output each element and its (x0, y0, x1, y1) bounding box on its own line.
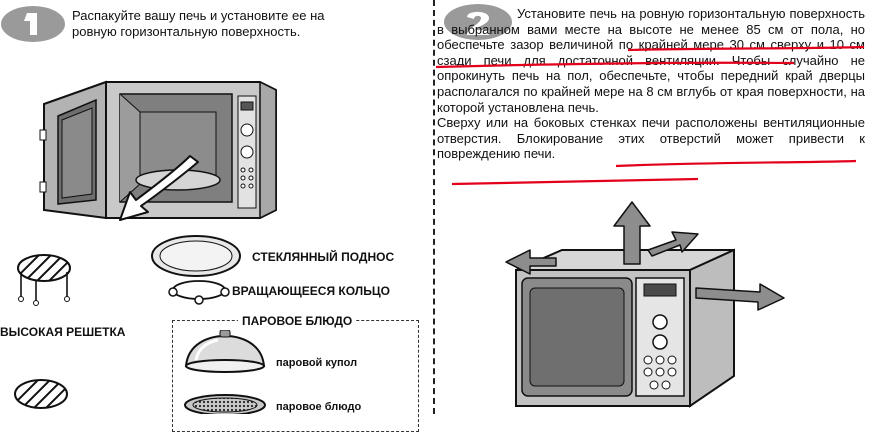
steam-dish-label: паровое блюдо (276, 401, 362, 413)
highlight-underline-4 (451, 177, 699, 186)
step-2-text: Установите печь на ровную горизонтальную… (437, 6, 865, 162)
steam-lid-label: паровой купол (276, 357, 358, 369)
highlight-underline-3 (615, 159, 857, 168)
rotating-ring-illustration (168, 280, 230, 305)
step-2-paragraph-1: Установите печь на ровную горизонтальную… (437, 6, 865, 115)
left-arrow (505, 249, 557, 275)
low-rack-illustration (14, 379, 68, 409)
closed-microwave-illustration (505, 201, 785, 408)
up-arrow (613, 201, 651, 265)
step-2-paragraph-2: Сверху или на боковых стенках печи распо… (437, 115, 865, 162)
highlight-underlines (435, 45, 865, 186)
highlight-underline-1 (627, 45, 865, 52)
high-rack-illustration (17, 254, 71, 306)
step-2-badge (444, 4, 512, 40)
highlight-underline-2 (435, 61, 795, 69)
steam-lid-illustration (184, 330, 266, 373)
step-1-text: Распакуйте вашу печь и установите ее на … (72, 8, 325, 39)
step-1-badge (1, 6, 65, 42)
right-arrow (695, 283, 785, 311)
glass-tray-label: СТЕКЛЯННЫЙ ПОДНОС (252, 250, 395, 264)
steam-dish-group-label: ПАРОВОЕ БЛЮДО (238, 314, 357, 328)
glass-tray-illustration (151, 235, 241, 277)
high-rack-label: ВЫСОКАЯ РЕШЕТКА (0, 325, 126, 339)
rotating-ring-label: ВРАЩАЮЩЕЕСЯ КОЛЬЦО (232, 284, 390, 298)
open-microwave-illustration (39, 80, 277, 221)
back-arrow (647, 231, 699, 257)
column-divider (433, 0, 435, 414)
steam-dish-illustration (184, 394, 266, 414)
